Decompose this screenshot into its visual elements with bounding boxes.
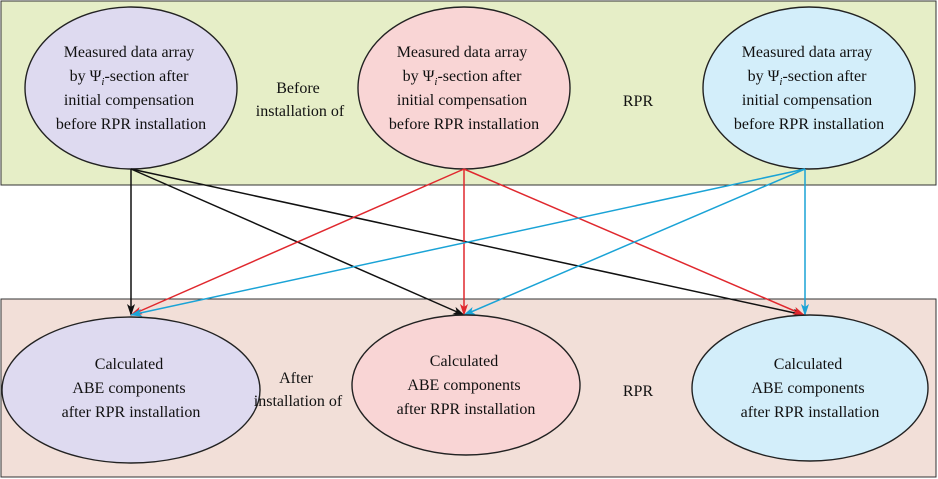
ellipse-shape bbox=[1, 316, 261, 464]
psi-subscript: i bbox=[101, 76, 104, 88]
ellipse-text-line1: Measured data array bbox=[742, 44, 873, 61]
measured-data-ellipse-2: Measured data array by Ψi-section after … bbox=[357, 6, 571, 170]
svg-text:Measured data array by Ψ: Measured data array by Ψi-section after … bbox=[389, 44, 539, 133]
ellipse-text-line4: before RPR installation bbox=[389, 116, 539, 133]
after-label-line2: installation of bbox=[254, 393, 343, 410]
svg-text:Calculated ABE component: Calculated ABE components after RPR inst… bbox=[62, 356, 201, 421]
ellipse-text-line2: ABE components bbox=[407, 377, 520, 394]
before-label-line1: Before bbox=[276, 80, 320, 97]
psi-suffix: -section after bbox=[437, 68, 522, 85]
psi-suffix: -section after bbox=[782, 68, 867, 85]
ellipse-text-line2: ABE components bbox=[751, 380, 864, 397]
ellipse-text-line1: Calculated bbox=[95, 356, 163, 373]
ellipse-text-line3: after RPR installation bbox=[397, 401, 536, 418]
calculated-ellipse-3: Calculated ABE components after RPR inst… bbox=[691, 314, 929, 462]
psi-prefix: by Ψ bbox=[70, 68, 102, 85]
psi-subscript: i bbox=[779, 76, 782, 88]
before-label-line2: installation of bbox=[256, 103, 345, 120]
svg-text:Calculated ABE component: Calculated ABE components after RPR inst… bbox=[741, 356, 880, 421]
ellipse-text-line3: initial compensation bbox=[64, 92, 194, 109]
ellipse-text-line4: before RPR installation bbox=[56, 116, 206, 133]
ellipse-text-line1: Measured data array bbox=[397, 44, 528, 61]
ellipse-shape bbox=[691, 314, 929, 462]
measured-data-ellipse-1: Measured data array by Ψi-section after … bbox=[24, 6, 238, 170]
svg-text:Measured data array by Ψ: Measured data array by Ψi-section after … bbox=[734, 44, 884, 133]
ellipse-text-line2: by Ψi-section after bbox=[748, 68, 868, 88]
ellipse-shape bbox=[357, 6, 571, 170]
ellipse-text-line2: ABE components bbox=[72, 380, 185, 397]
ellipse-text-line3: after RPR installation bbox=[62, 404, 201, 421]
ellipse-text-line3: after RPR installation bbox=[741, 404, 880, 421]
measured-data-ellipse-3: Measured data array by Ψi-section after … bbox=[702, 6, 916, 170]
psi-suffix: -section after bbox=[104, 68, 189, 85]
ellipse-text-line1: Calculated bbox=[430, 353, 498, 370]
ellipse-shape bbox=[351, 314, 581, 456]
rpr-label-bottom: RPR bbox=[623, 383, 654, 400]
after-label-line1: After bbox=[279, 370, 313, 387]
ellipse-text-line4: before RPR installation bbox=[734, 116, 884, 133]
arrows-blue bbox=[130, 168, 809, 317]
arrow-red-to-1 bbox=[130, 168, 465, 316]
calculated-ellipse-2: Calculated ABE components after RPR inst… bbox=[351, 314, 581, 456]
ellipse-shape bbox=[702, 6, 916, 170]
rpr-label-top: RPR bbox=[623, 93, 654, 110]
ellipse-text-line3: initial compensation bbox=[397, 92, 527, 109]
ellipse-text-line3: initial compensation bbox=[742, 92, 872, 109]
arrow-blue-to-2 bbox=[463, 168, 806, 316]
before-installation-label: Before installation of bbox=[256, 80, 345, 120]
ellipse-text-line2: by Ψi-section after bbox=[70, 68, 190, 88]
ellipse-text-line2: by Ψi-section after bbox=[403, 68, 523, 88]
psi-subscript: i bbox=[434, 76, 437, 88]
svg-text:Calculated ABE component: Calculated ABE components after RPR inst… bbox=[397, 353, 536, 418]
ellipse-shape bbox=[24, 6, 238, 170]
calculated-ellipse-1: Calculated ABE components after RPR inst… bbox=[1, 316, 261, 464]
ellipse-text-line1: Measured data array bbox=[64, 44, 195, 61]
arrow-blue-to-1 bbox=[130, 168, 806, 317]
svg-text:Measured data array by Ψ: Measured data array by Ψi-section after … bbox=[56, 44, 206, 133]
psi-prefix: by Ψ bbox=[748, 68, 780, 85]
ellipse-text-line1: Calculated bbox=[774, 356, 842, 373]
after-installation-label: After installation of bbox=[254, 370, 343, 410]
psi-prefix: by Ψ bbox=[403, 68, 435, 85]
